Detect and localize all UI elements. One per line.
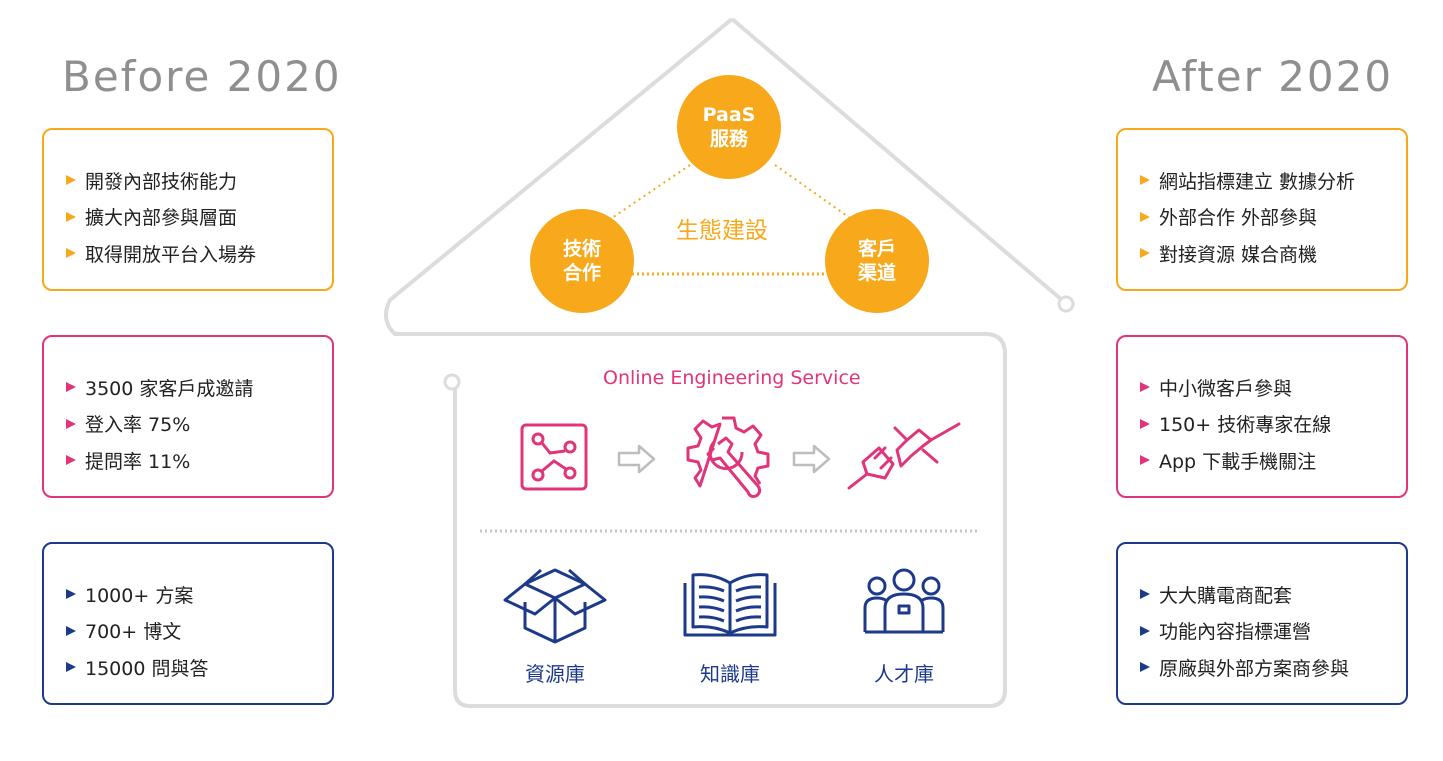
triangle-bullet-icon [1140, 175, 1150, 186]
box-icon [503, 568, 607, 644]
before-group-navy: 1000+ 方案 700+ 博文 15000 問與答 [42, 542, 334, 705]
people-icon [863, 568, 945, 634]
after-group-navy: 大大購電商配套 功能內容指標運營 原廠與外部方案商參與 [1116, 542, 1408, 705]
service-title: Online Engineering Service [603, 367, 861, 389]
list-item: 取得開放平台入場券 [66, 235, 256, 272]
list-item: 登入率 75% [66, 406, 253, 443]
ecosystem-node-tech: 技術合作 [530, 209, 634, 313]
before-group-pink: 3500 家客戶成邀請 登入率 75% 提問率 11% [42, 335, 334, 498]
list-item: 擴大內部參與層面 [66, 199, 256, 236]
list-item: 1000+ 方案 [66, 576, 208, 613]
list-item: 15000 問與答 [66, 649, 208, 686]
repo-label-talent: 人才庫 [874, 662, 934, 686]
triangle-bullet-icon [66, 211, 76, 222]
list-item: 開發內部技術能力 [66, 162, 256, 199]
list-item: 3500 家客戶成邀請 [66, 369, 253, 406]
triangle-bullet-icon [66, 662, 76, 673]
list-item: 對接資源 媒合商機 [1140, 235, 1355, 272]
list-item: 中小微客戶參與 [1140, 369, 1331, 406]
triangle-bullet-icon [66, 175, 76, 186]
after-group-orange: 網站指標建立 數據分析 外部合作 外部參與 對接資源 媒合商機 [1116, 128, 1408, 291]
arrow-right-icon [792, 444, 831, 474]
gear-wrench-icon [686, 416, 770, 498]
list-item: 大大購電商配套 [1140, 576, 1349, 613]
list-item: 功能內容指標運營 [1140, 613, 1349, 650]
repo-label-knowledge: 知識庫 [700, 662, 760, 686]
list-item: 原廠與外部方案商參與 [1140, 649, 1349, 686]
triangle-bullet-icon [1140, 211, 1150, 222]
repo-label-resource: 資源庫 [525, 662, 585, 686]
triangle-bullet-icon [66, 382, 76, 393]
ecosystem-node-channel: 客戶渠道 [825, 209, 929, 313]
list-item: 外部合作 外部參與 [1140, 199, 1355, 236]
triangle-bullet-icon [1140, 248, 1150, 259]
list-item: 網站指標建立 數據分析 [1140, 162, 1355, 199]
triangle-bullet-icon [66, 589, 76, 600]
triangle-bullet-icon [66, 418, 76, 429]
triangle-bullet-icon [66, 455, 76, 466]
triangle-bullet-icon [1140, 625, 1150, 636]
list-item: 提問率 11% [66, 442, 253, 479]
triangle-bullet-icon [1140, 418, 1150, 429]
before-group-orange: 開發內部技術能力 擴大內部參與層面 取得開放平台入場券 [42, 128, 334, 291]
section-divider [480, 529, 978, 533]
triangle-bullet-icon [1140, 662, 1150, 673]
list-item: 700+ 博文 [66, 613, 208, 650]
book-icon [683, 573, 777, 637]
triangle-bullet-icon [66, 625, 76, 636]
before-title: Before 2020 [62, 52, 342, 101]
ecosystem-label: 生態建設 [676, 218, 768, 244]
triangle-bullet-icon [1140, 455, 1150, 466]
after-title: After 2020 [1152, 52, 1394, 101]
arrow-right-icon [617, 444, 656, 474]
plug-icon [847, 422, 961, 490]
after-group-pink: 中小微客戶參與 150+ 技術專家在線 App 下載手機關注 [1116, 335, 1408, 498]
list-item: App 下載手機關注 [1140, 442, 1331, 479]
triangle-bullet-icon [1140, 589, 1150, 600]
triangle-bullet-icon [1140, 382, 1150, 393]
circuit-board-icon [520, 423, 588, 491]
triangle-bullet-icon [66, 248, 76, 259]
list-item: 150+ 技術專家在線 [1140, 406, 1331, 443]
